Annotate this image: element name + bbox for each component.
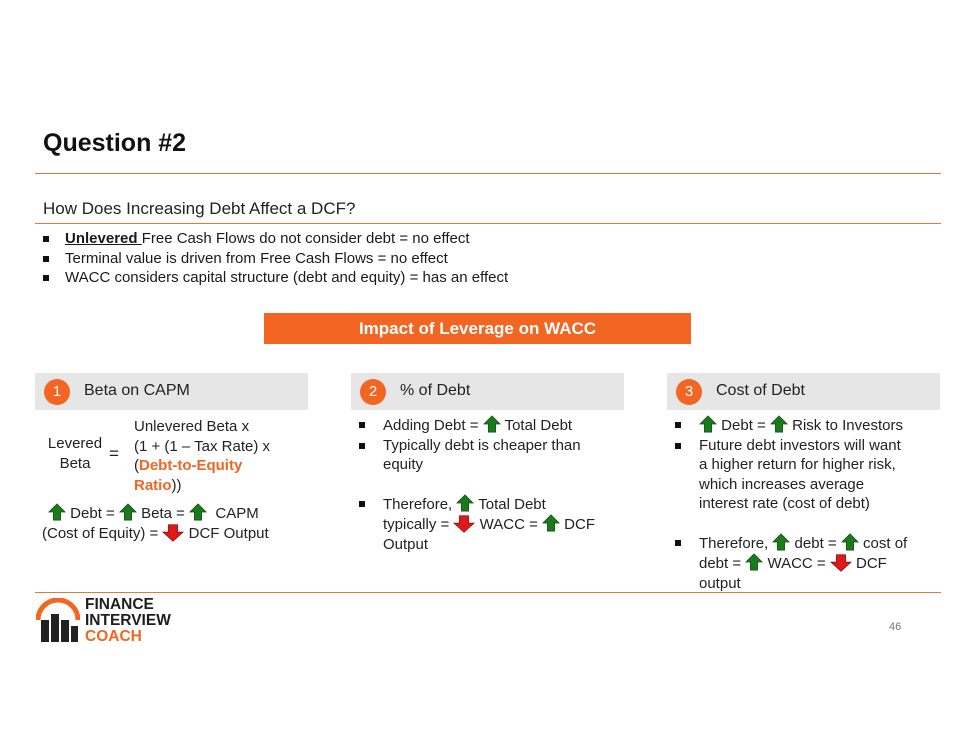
bullet-item: Adding Debt = Total Debt (359, 415, 639, 436)
bullet-item: WACC considers capital structure (debt a… (43, 268, 508, 288)
intro-bullets: Unlevered Free Cash Flows do not conside… (43, 229, 508, 288)
divider-top (35, 173, 941, 174)
arrow-up-icon (841, 533, 859, 551)
step-number-badge: 2 (360, 379, 386, 405)
bullet-square-icon (359, 500, 365, 507)
column-header-label: Beta on CAPM (84, 382, 190, 399)
debt-pct-bullets: Adding Debt = Total Debt Typically debt … (359, 415, 639, 554)
step-number-badge: 1 (44, 379, 70, 405)
column-header-cost-of-debt: 3 Cost of Debt (667, 373, 940, 410)
bullet-square-icon (359, 422, 365, 428)
beta-effect-line1: Debt = Beta = CAPM (48, 503, 259, 524)
arrow-up-icon (772, 533, 790, 551)
arrow-down-icon (453, 514, 475, 534)
bullet-item: Unlevered Free Cash Flows do not conside… (43, 229, 508, 249)
arrow-down-icon (830, 553, 852, 573)
bullet-item: Debt = Risk to Investors (675, 415, 950, 436)
bullet-square-icon (675, 422, 681, 428)
finance-interview-coach-logo-icon (36, 598, 80, 642)
page-title: Question #2 (43, 129, 187, 157)
beta-effect-line2: (Cost of Equity) = DCF Output (42, 523, 269, 543)
arrow-up-icon (542, 514, 560, 532)
divider-sub (35, 223, 941, 224)
arrow-up-icon (48, 503, 66, 521)
cost-of-debt-bullets: Debt = Risk to Investors Future debt inv… (675, 415, 950, 593)
logo-wordmark: FINANCE INTERVIEW COACH (85, 596, 171, 645)
bullet-square-icon (43, 275, 49, 281)
equals-sign: = (109, 444, 119, 463)
page-number: 46 (889, 621, 902, 633)
bullet-square-icon (675, 442, 681, 449)
leverage-banner: Impact of Leverage on WACC (264, 313, 691, 344)
arrow-up-icon (745, 553, 763, 571)
beta-formula: Unlevered Beta x (1 + (1 – Tax Rate) x (… (134, 418, 271, 494)
column-header-label: % of Debt (400, 382, 471, 399)
arrow-up-icon (189, 503, 207, 521)
column-header-label: Cost of Debt (716, 382, 805, 399)
levered-beta-label: Levered Beta (47, 435, 103, 472)
bullet-square-icon (43, 255, 49, 262)
arrow-up-icon (699, 415, 717, 433)
bullet-item: Terminal value is driven from Free Cash … (43, 249, 508, 269)
column-header-beta: 1 Beta on CAPM (35, 373, 308, 410)
bullet-square-icon (359, 442, 365, 449)
divider-bottom (35, 592, 941, 593)
arrow-up-icon (770, 415, 788, 433)
arrow-up-icon (456, 494, 474, 512)
subtitle: How Does Increasing Debt Affect a DCF? (43, 199, 356, 218)
bullet-square-icon (43, 236, 49, 242)
bullet-square-icon (675, 539, 681, 546)
arrow-down-icon (162, 523, 184, 543)
arrow-up-icon (483, 415, 501, 433)
column-header-debt-pct: 2 % of Debt (351, 373, 624, 410)
step-number-badge: 3 (676, 379, 702, 405)
arrow-up-icon (119, 503, 137, 521)
